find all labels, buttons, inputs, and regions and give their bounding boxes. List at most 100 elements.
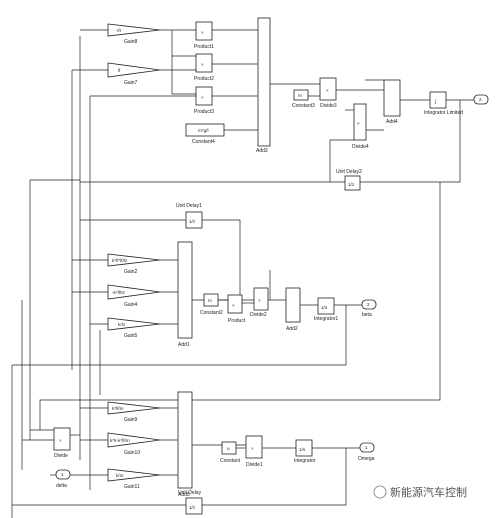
product-content: × — [232, 303, 235, 308]
divide-block[interactable]: × Divide — [53, 427, 71, 459]
divide2-content: × — [258, 298, 261, 303]
in-port-delta[interactable]: 1 delta — [55, 469, 71, 489]
product-label: Product — [228, 318, 246, 324]
out-port-omega-label: Omega — [358, 456, 375, 462]
integrator-limited-label: Integrator Limited — [424, 110, 463, 116]
unit-delay-label: Unit Delay — [178, 490, 202, 496]
out-port-beta-content: 2 — [367, 302, 370, 307]
gain9-content: k*lf/m — [112, 406, 124, 411]
constant3-label: Constant3 — [292, 103, 315, 109]
unit-delay2-block[interactable]: 1/z Unit Delay2 — [336, 169, 362, 191]
integrator-label: Integrator — [294, 458, 316, 464]
product1-block[interactable]: × Product1 — [194, 21, 214, 50]
gain2-label: Gain2 — [124, 269, 138, 275]
divide1-label: Divide1 — [246, 462, 263, 468]
out-port-2-content: 2 — [479, 97, 482, 102]
gain2-block[interactable]: k*lf*lf/Iz Gain2 — [107, 253, 161, 275]
product3-label: Product3 — [194, 109, 214, 115]
add3-block[interactable]: Add3 — [256, 17, 271, 154]
gain11-label: Gain11 — [124, 484, 140, 490]
out-port-omega-content: 1 — [365, 445, 368, 450]
gain11-content: k/m — [116, 473, 124, 478]
unit-delay2-content: 1/z — [348, 182, 355, 187]
gain8-label: Gain8 — [124, 39, 138, 45]
product-block[interactable]: × Product — [227, 294, 246, 324]
constant-content: u — [227, 446, 230, 451]
divide3-block[interactable]: × Divide3 — [319, 77, 337, 109]
gain9-block[interactable]: k*lf/m Gain9 — [107, 401, 161, 423]
integrator1-content: 1/s — [321, 305, 328, 310]
out-port-omega[interactable]: 1 Omega — [358, 442, 375, 462]
product1-label: Product1 — [194, 44, 214, 50]
gain4-content: -k*lf/Iz — [112, 290, 125, 295]
watermark-text: 新能源汽车控制 — [390, 485, 467, 499]
gain5-label: Gain5 — [124, 333, 138, 339]
constant3-block[interactable]: m Constant3 — [292, 89, 315, 109]
integrator-block[interactable]: 1/s Integrator — [294, 439, 316, 464]
gain4-label: Gain4 — [124, 302, 138, 308]
constant-label: Constant — [220, 458, 241, 464]
product2-label: Product2 — [194, 76, 214, 82]
product1-content: × — [201, 30, 204, 35]
integrator1-label: Integrator1 — [314, 316, 338, 322]
out-port-beta-label: beta — [362, 312, 372, 318]
divide1-content: × — [251, 446, 254, 451]
divide4-block[interactable]: × Divide4 — [352, 103, 369, 150]
add5-label: Add5 — [178, 492, 190, 498]
divide3-content: × — [326, 88, 329, 93]
unit-delay1-label: Unit Delay1 — [176, 203, 202, 209]
gain8-content: -l/I — [116, 28, 121, 33]
signal-lines — [11, 29, 474, 518]
product2-block[interactable]: × Product2 — [194, 53, 214, 82]
unit-delay2-label: Unit Delay2 — [336, 169, 362, 175]
gain10-block[interactable]: k*lr-k*lf/m Gain10 — [107, 432, 161, 456]
constant3-content: m — [298, 93, 302, 98]
unit-delay1-content: 1/z — [189, 219, 196, 224]
gain10-content: k*lr-k*lf/m — [110, 438, 130, 443]
divide-label: Divide — [54, 453, 68, 459]
gain7-label: Gain7 — [124, 80, 138, 86]
add5-block[interactable]: Add5 — [177, 391, 193, 498]
gain5-block[interactable]: k/Iz Gain5 — [107, 317, 161, 339]
gain11-block[interactable]: k/m Gain11 — [107, 468, 161, 490]
product2-content: × — [201, 62, 204, 67]
add3-label: Add3 — [256, 148, 268, 154]
gain5-content: k/Iz — [118, 322, 126, 327]
gain7-content: lf — [118, 68, 121, 73]
unit-delay1-block[interactable]: 1/z Unit Delay1 — [176, 203, 203, 229]
constant4-label: Constant4 — [192, 139, 215, 145]
gain8-block[interactable]: -l/I Gain8 — [107, 23, 161, 45]
constant2-block[interactable]: m Constant2 — [200, 293, 223, 316]
constant2-label: Constant2 — [200, 310, 223, 316]
divide2-block[interactable]: × Divide2 — [250, 287, 269, 318]
constant4-block[interactable]: m*g/l Constant4 — [185, 123, 225, 145]
product3-content: × — [201, 95, 204, 100]
integrator1-block[interactable]: 1/s Integrator1 — [314, 297, 338, 322]
divide1-block[interactable]: × Divide1 — [245, 435, 263, 468]
divide4-label: Divide4 — [352, 144, 369, 150]
add4-label: Add4 — [386, 119, 398, 125]
add1-block[interactable]: Add1 — [177, 241, 193, 348]
out-port-beta[interactable]: 2 beta — [361, 299, 377, 318]
watermark: 新能源汽车控制 — [373, 485, 467, 499]
add1-label: Add1 — [178, 342, 190, 348]
gain10-label: Gain10 — [124, 450, 140, 456]
divide-content: × — [59, 438, 62, 443]
integrator-limited-block[interactable]: ∫ Integrator Limited — [424, 91, 463, 116]
product3-block[interactable]: × Product3 — [194, 86, 214, 115]
constant-block[interactable]: u Constant — [220, 441, 241, 464]
divide2-label: Divide2 — [250, 312, 267, 318]
unit-delay-block[interactable]: 1/z Unit Delay — [178, 490, 203, 515]
add4-block[interactable]: Add4 — [383, 79, 401, 125]
in-port-delta-label: delta — [56, 483, 67, 489]
in-port-delta-content: 1 — [61, 472, 64, 477]
gain2-content: k*lf*lf/Iz — [112, 258, 128, 263]
out-port-2[interactable]: 2 — [473, 94, 489, 105]
gain7-block[interactable]: lf Gain7 — [107, 62, 161, 86]
divide3-label: Divide3 — [320, 103, 337, 109]
constant2-content: m — [208, 298, 212, 303]
add2-block[interactable]: Add2 — [285, 287, 301, 332]
wechat-icon — [373, 485, 387, 499]
unit-delay-content: 1/z — [189, 505, 196, 510]
gain4-block[interactable]: -k*lf/Iz Gain4 — [107, 284, 161, 308]
